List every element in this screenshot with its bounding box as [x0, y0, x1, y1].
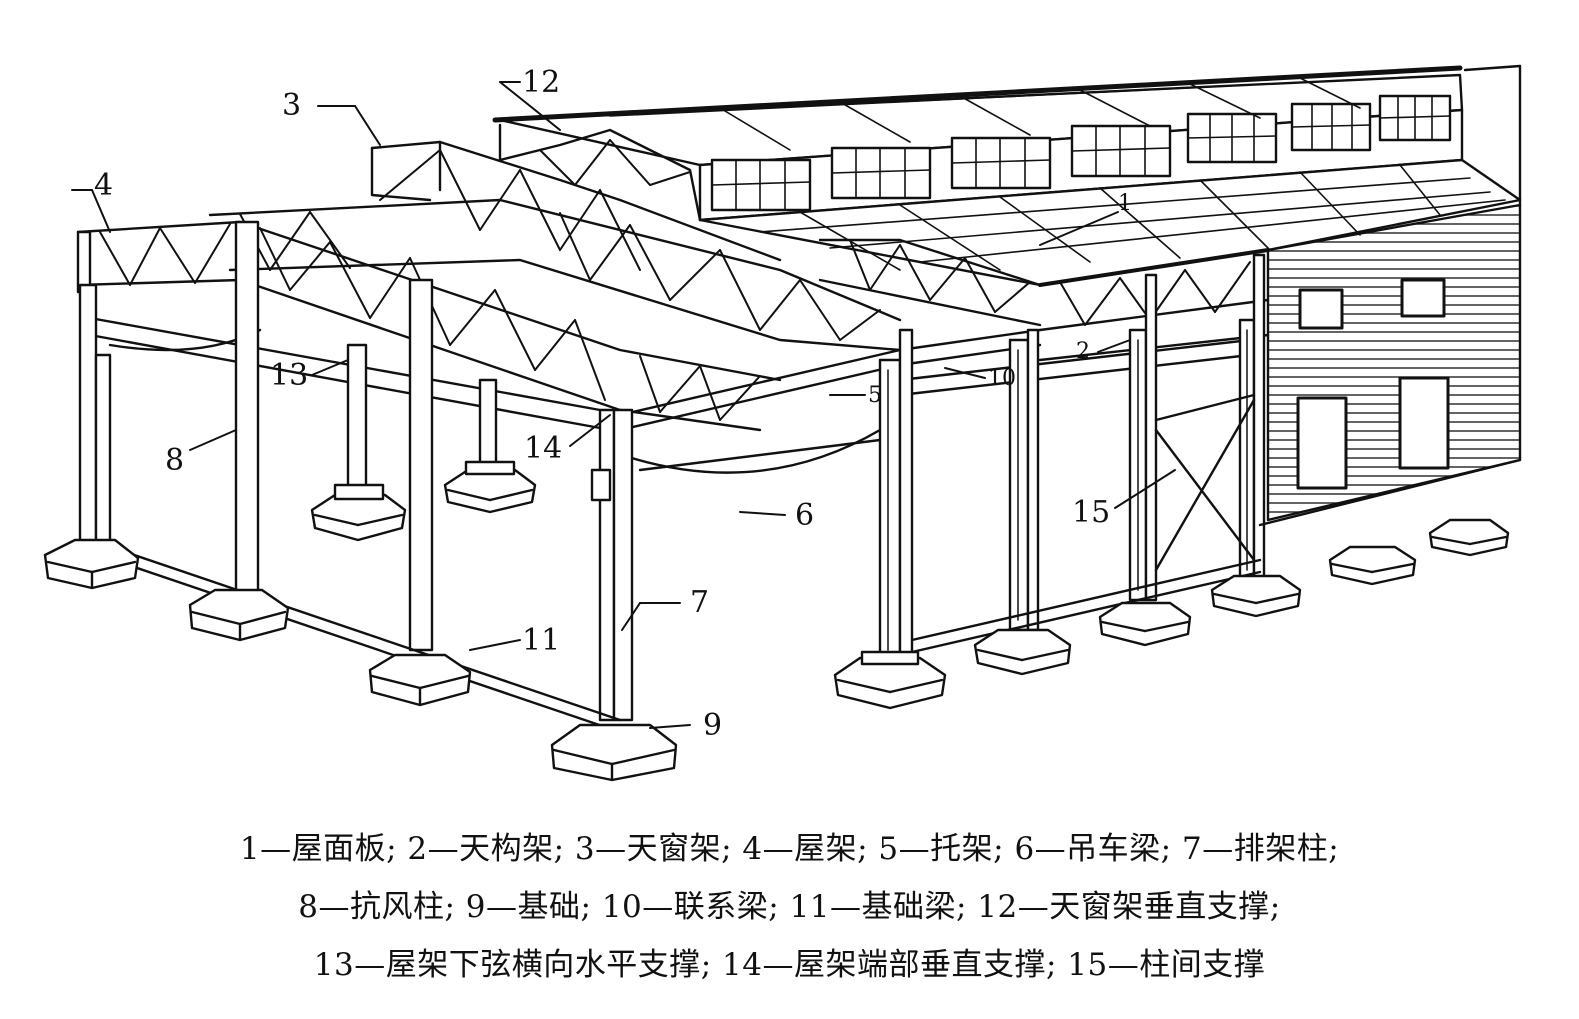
callout-13: 13	[270, 358, 308, 393]
callout-10: 10	[988, 366, 1016, 391]
callout-labels: 1 2 3 4 5 6 7 8 9 10 11 12 13 14 15	[94, 65, 1132, 743]
legend-line-2: 8—抗风柱; 9—基础; 10—联系梁; 11—基础梁; 12—天窗架垂直支撑;	[298, 889, 1281, 925]
callout-9: 9	[703, 708, 722, 743]
callout-5: 5	[868, 383, 882, 408]
legend-line-3: 13—屋架下弦横向水平支撑; 14—屋架端部垂直支撑; 15—柱间支撑	[313, 947, 1266, 983]
callout-8: 8	[165, 443, 184, 478]
callout-11: 11	[522, 623, 560, 658]
callout-3: 3	[282, 88, 301, 123]
end-wall-siding	[1266, 64, 1522, 522]
leader-lines	[71, 81, 1176, 729]
callout-15: 15	[1072, 495, 1110, 530]
callout-14: 14	[524, 431, 562, 466]
foundation-beams	[88, 458, 1522, 734]
callout-2: 2	[1076, 339, 1090, 364]
industrial-building-structure-diagram: 1 2 3 4 5 6 7 8 9 10 11 12 13 14 15	[43, 64, 1522, 782]
column-bracing	[1154, 393, 1256, 572]
callout-4: 4	[94, 168, 113, 203]
structure-drawing: 1 2 3 4 5 6 7 8 9 10 11 12 13 14 15	[43, 64, 1522, 782]
skylight-frame	[370, 123, 782, 271]
callout-6: 6	[795, 498, 814, 533]
callout-7: 7	[690, 585, 709, 620]
callout-12: 12	[522, 65, 560, 100]
callout-1: 1	[1118, 191, 1132, 216]
foundations	[43, 460, 1510, 782]
legend-line-1: 1—屋面板; 2—天构架; 3—天窗架; 4—屋架; 5—托架; 6—吊车梁; …	[239, 831, 1340, 867]
legend: 1—屋面板; 2—天构架; 3—天窗架; 4—屋架; 5—托架; 6—吊车梁; …	[0, 820, 1579, 994]
